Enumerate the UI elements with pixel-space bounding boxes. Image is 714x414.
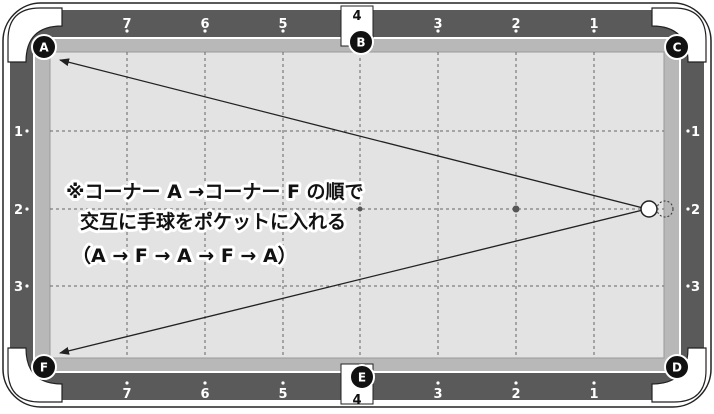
right-diamond-dots: [686, 129, 690, 288]
shot-line-to-a: [59, 58, 648, 210]
left-diamond-2: 2: [14, 203, 23, 218]
bottom-diamond-4: 4: [352, 393, 361, 408]
top-diamond-5: 5: [278, 17, 287, 32]
shot-line-to-f: [59, 208, 648, 355]
top-diamond-dots: [125, 29, 596, 33]
bottom-diamond-6: 6: [200, 387, 209, 402]
left-diamond-dots: [25, 129, 29, 288]
left-diamond-1: 1: [14, 125, 23, 140]
pocket-c-label: C: [673, 41, 682, 55]
top-diamond-4: 4: [352, 9, 361, 24]
pocket-b: B: [348, 29, 374, 55]
left-diamond-3: 3: [14, 280, 23, 295]
pocket-e: E: [349, 364, 375, 390]
bottom-diamond-2: 2: [511, 387, 520, 402]
playing-surface: [49, 51, 665, 359]
instruction-line-1: ※コーナー A →コーナー F の順で: [66, 181, 364, 203]
pocket-c: C: [664, 34, 690, 60]
pocket-d: D: [664, 354, 690, 380]
top-diamond-6: 6: [200, 17, 209, 32]
bottom-diamond-1: 1: [589, 387, 598, 402]
top-diamond-1: 1: [589, 17, 598, 32]
instruction-line-3: （A → F → A → F → A）: [72, 244, 297, 267]
grid-lines: [50, 52, 664, 358]
pocket-b-label: B: [356, 36, 365, 50]
top-diamond-7: 7: [122, 17, 131, 32]
right-diamond-1: 1: [691, 125, 700, 140]
pocket-a-label: A: [39, 41, 49, 55]
right-diamond-labels: 1 2 3: [691, 125, 700, 295]
bottom-diamond-5: 5: [278, 387, 287, 402]
right-diamond-2: 2: [691, 203, 700, 218]
top-diamond-2: 2: [511, 17, 520, 32]
bottom-diamond-dots: [125, 381, 596, 385]
foot-spot: [512, 205, 520, 213]
center-spot: [357, 206, 363, 212]
pocket-f-label: F: [40, 361, 48, 375]
pocket-f: F: [31, 354, 57, 380]
top-diamond-labels: 7 6 5 4 3 2 1: [122, 9, 598, 32]
pocket-e-label: E: [358, 371, 366, 385]
bottom-diamond-7: 7: [122, 387, 131, 402]
right-diamond-3: 3: [691, 280, 700, 295]
bottom-diamond-3: 3: [433, 387, 442, 402]
cue-ball: [640, 200, 658, 218]
pocket-d-label: D: [672, 361, 682, 375]
top-diamond-3: 3: [433, 17, 442, 32]
instruction-line-2: 交互に手球をポケットに入れる: [80, 210, 346, 233]
bottom-diamond-labels: 7 6 5 4 3 2 1: [122, 387, 598, 408]
instruction-text: ※コーナー A →コーナー F の順で 交互に手球をポケットに入れる （A → …: [63, 178, 367, 270]
left-diamond-labels: 1 2 3: [14, 125, 23, 295]
pocket-a: A: [31, 34, 57, 60]
